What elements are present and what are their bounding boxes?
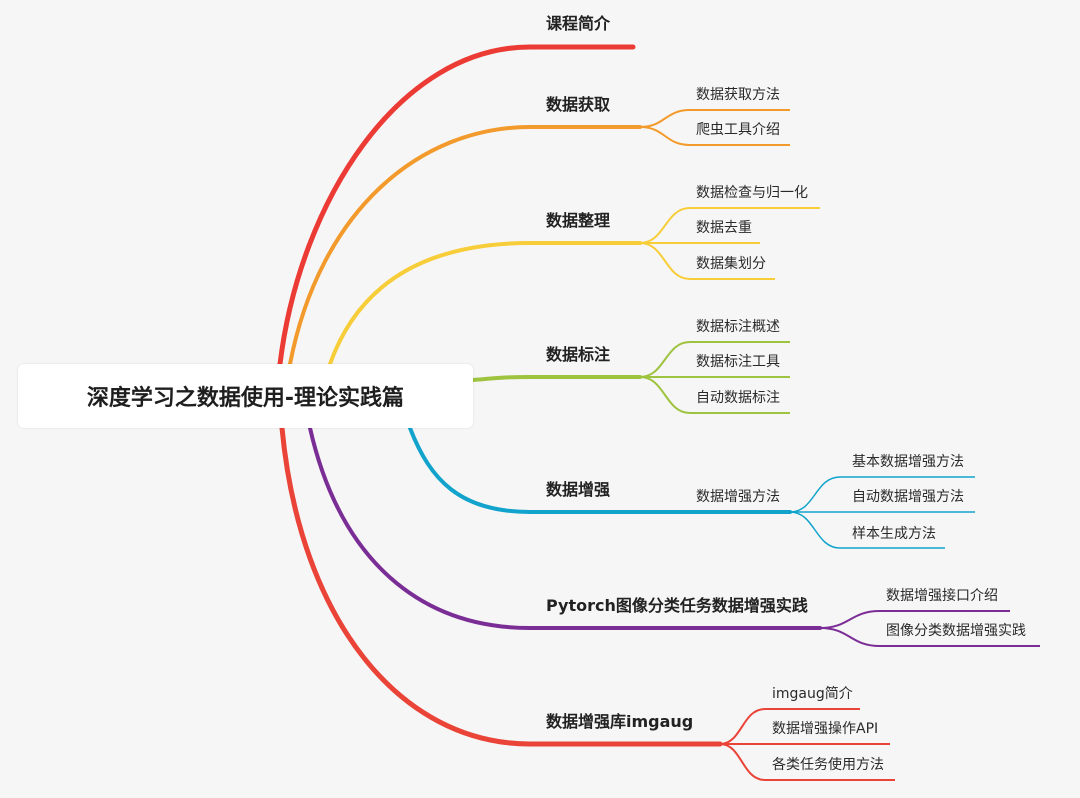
connector-pt-1 bbox=[819, 610, 1010, 629]
branch-data-augmentation[interactable]: 数据增强 bbox=[546, 480, 611, 499]
branch-course-intro[interactable]: 课程简介 bbox=[546, 14, 611, 33]
branch-pytorch-practice[interactable]: Pytorch图像分类任务数据增强实践 bbox=[546, 596, 808, 615]
connector-data-augmentation bbox=[408, 426, 792, 514]
node-check-normalize[interactable]: 数据检查与归一化 bbox=[696, 185, 808, 201]
node-task-usage[interactable]: 各类任务使用方法 bbox=[772, 757, 884, 773]
root-topic-label: 深度学习之数据使用-理论实践篇 bbox=[86, 386, 405, 411]
connector-course-intro bbox=[277, 44, 636, 367]
connector-data-cleaning bbox=[328, 241, 642, 366]
connector-imgaug-lib bbox=[279, 425, 723, 747]
node-augmentation-methods[interactable]: 数据增强方法 bbox=[696, 489, 780, 505]
node-augmentation-api[interactable]: 数据增强操作API bbox=[772, 721, 879, 737]
connector-data-annotation bbox=[471, 375, 642, 382]
connector-anno-1 bbox=[639, 341, 790, 378]
node-dedup[interactable]: 数据去重 bbox=[696, 220, 752, 236]
connector-acq-2 bbox=[639, 126, 790, 146]
node-annotation-tools[interactable]: 数据标注工具 bbox=[696, 354, 780, 370]
node-augmentation-interface[interactable]: 数据增强接口介绍 bbox=[886, 588, 998, 604]
node-dataset-split[interactable]: 数据集划分 bbox=[696, 256, 766, 272]
node-sample-generation[interactable]: 样本生成方法 bbox=[852, 526, 936, 542]
node-annotation-overview[interactable]: 数据标注概述 bbox=[696, 319, 780, 335]
node-imgaug-intro[interactable]: imgaug简介 bbox=[772, 686, 853, 702]
node-auto-augmentation[interactable]: 自动数据增强方法 bbox=[852, 489, 964, 505]
connector-clean-1 bbox=[639, 207, 820, 244]
connector-img-1 bbox=[719, 708, 860, 745]
connector-data-acquisition bbox=[288, 125, 642, 366]
node-basic-augmentation[interactable]: 基本数据增强方法 bbox=[852, 454, 964, 470]
node-classification-practice[interactable]: 图像分类数据增强实践 bbox=[886, 623, 1026, 639]
branch-data-annotation[interactable]: 数据标注 bbox=[546, 345, 611, 364]
root-topic[interactable]: 深度学习之数据使用-理论实践篇 bbox=[18, 364, 473, 428]
connector-acq-1 bbox=[639, 109, 790, 128]
connector-aug-3 bbox=[789, 511, 945, 549]
branch-imgaug-lib[interactable]: 数据增强库imgaug bbox=[546, 712, 694, 731]
branch-data-cleaning[interactable]: 数据整理 bbox=[546, 211, 611, 230]
connector-pt-2 bbox=[819, 627, 1040, 647]
node-acquisition-methods[interactable]: 数据获取方法 bbox=[696, 87, 780, 103]
connector-aug-1 bbox=[789, 476, 975, 513]
connector-clean-3 bbox=[639, 242, 775, 280]
node-auto-annotation[interactable]: 自动数据标注 bbox=[696, 390, 780, 406]
connector-anno-3 bbox=[639, 376, 790, 414]
node-crawler-tools[interactable]: 爬虫工具介绍 bbox=[696, 122, 780, 138]
branch-data-acquisition[interactable]: 数据获取 bbox=[546, 95, 611, 114]
connector-img-3 bbox=[719, 743, 895, 781]
connector-pytorch-practice bbox=[308, 426, 822, 630]
